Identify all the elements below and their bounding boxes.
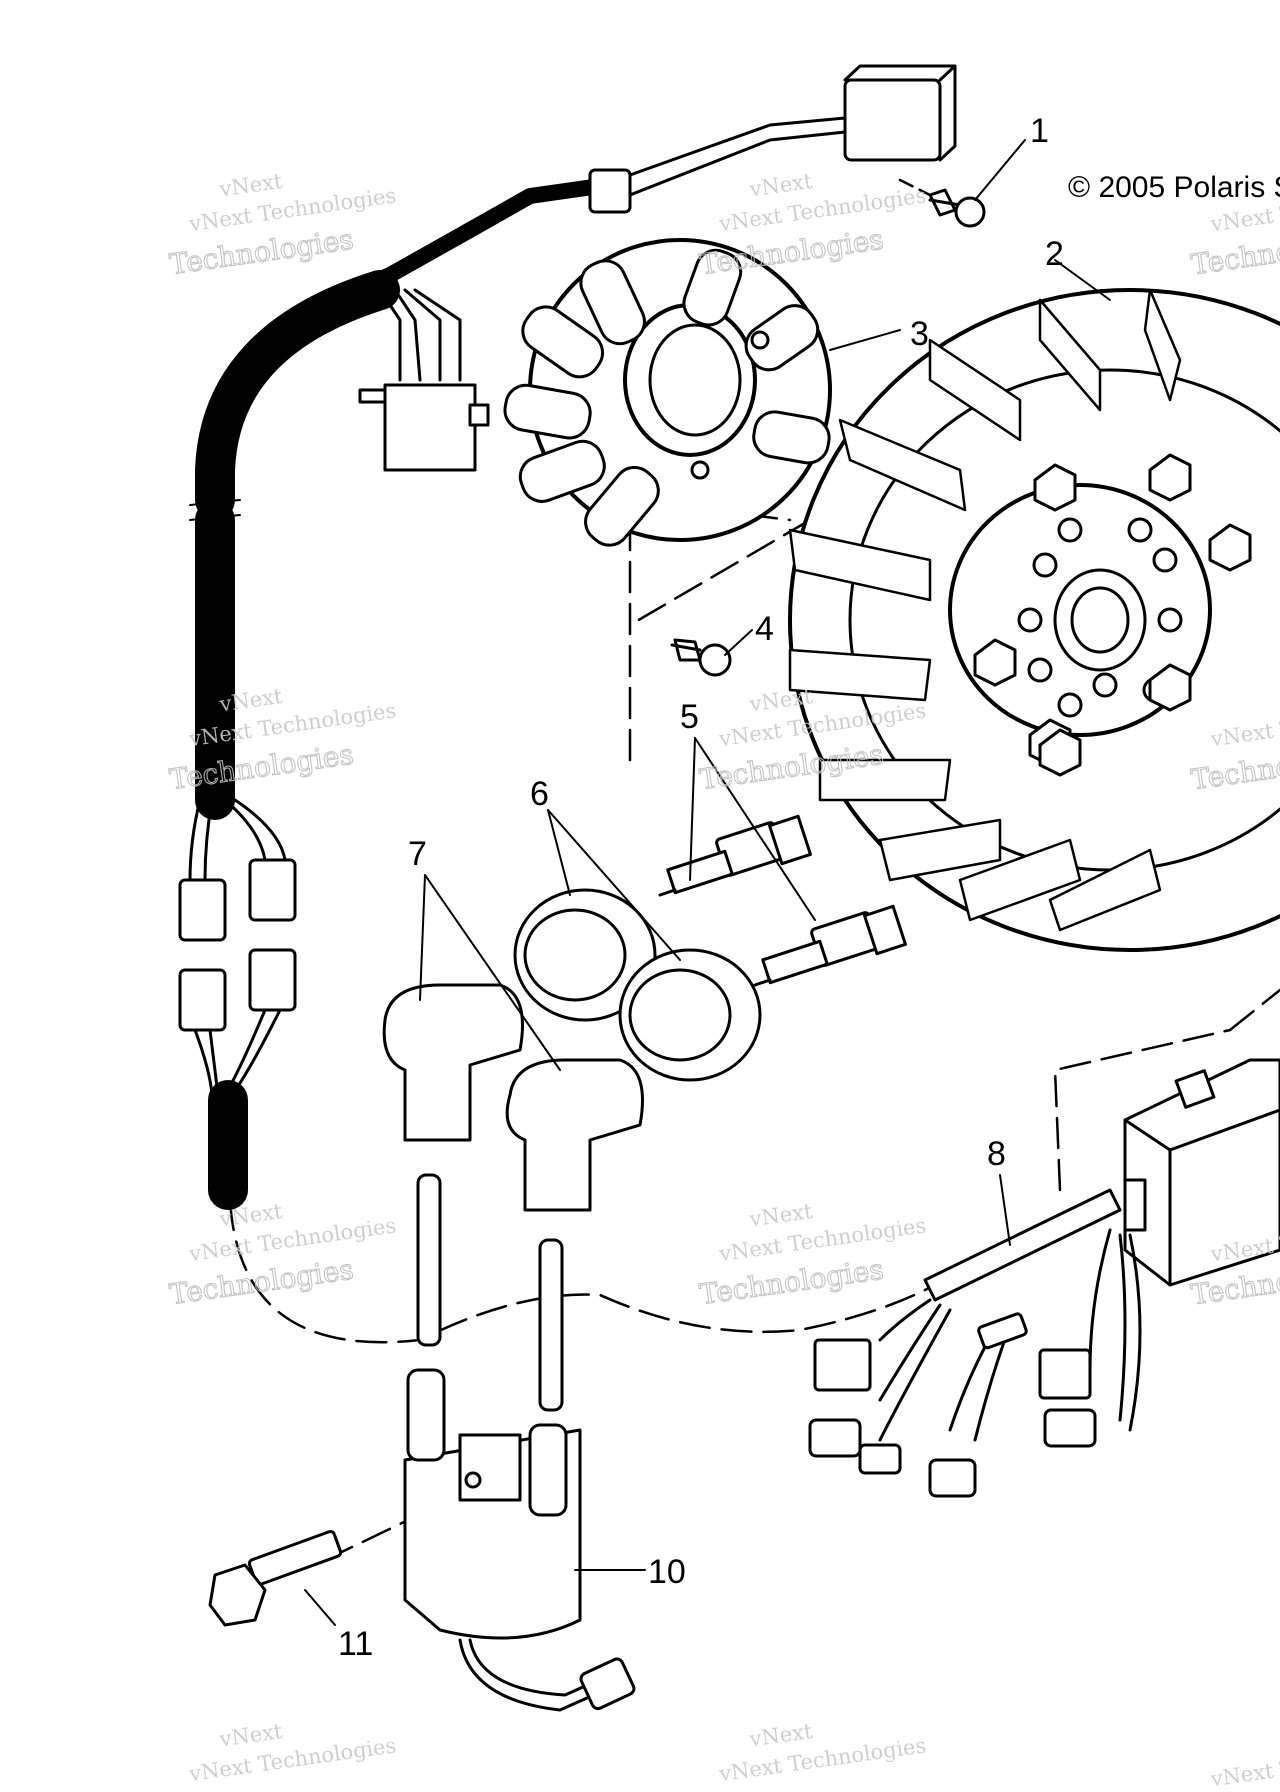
callout-4: 4	[755, 610, 774, 648]
watermark: vNext vNext Technologies Technologies	[697, 169, 928, 282]
callout-10: 10	[648, 1553, 686, 1591]
svg-text:vNext Technologies: vNext Technologies	[717, 1733, 928, 1786]
watermark: vNext vNext Technologies Technologies	[167, 1199, 398, 1312]
stator	[503, 238, 832, 547]
svg-text:vNext: vNext	[747, 1719, 814, 1752]
watermark: vNext vNext Technologies	[187, 1719, 398, 1786]
svg-text:vNext Technologies: vNext Technologies	[717, 1213, 928, 1266]
callout-numbers: 1 2 3 4 5 6 7 8 10 11	[338, 112, 1064, 1663]
callout-1: 1	[1030, 112, 1049, 150]
svg-text:vNext: vNext	[747, 1199, 814, 1232]
svg-text:vNext: vNext	[217, 1719, 284, 1752]
screw-4	[670, 638, 732, 677]
watermark: vNext vNext Technologies Technologies	[697, 1199, 928, 1312]
seals	[513, 888, 762, 1082]
bolt-11	[208, 1530, 343, 1627]
flywheel	[788, 288, 1280, 952]
watermark: vNext Technologies	[1208, 1739, 1280, 1792]
svg-text:vNext: vNext	[217, 169, 284, 202]
copyright-text: © 2005 Polaris S	[1068, 171, 1280, 204]
callout-11: 11	[338, 1625, 373, 1663]
svg-text:vNext Technologies: vNext Technologies	[187, 1733, 398, 1786]
ignition-coil	[403, 1368, 636, 1712]
callout-7: 7	[408, 835, 427, 873]
svg-text:vNext Technologies: vNext Technologies	[717, 183, 928, 236]
callout-8: 8	[987, 1135, 1006, 1173]
spark-plug-caps	[382, 983, 644, 1412]
watermark: vNext vNext Technologies Technologies	[167, 169, 398, 282]
svg-text:vNext Technologies: vNext Technologies	[187, 183, 398, 236]
callout-6: 6	[530, 775, 549, 813]
svg-text:vNext: vNext	[747, 169, 814, 202]
watermark: vNext vNext Technologies	[717, 1719, 928, 1786]
callout-2: 2	[1045, 235, 1064, 273]
callout-leader-lines	[304, 139, 1111, 1626]
svg-text:vNext Technologies: vNext Technologies	[1208, 1739, 1280, 1792]
spark-plugs	[658, 814, 907, 987]
svg-text:vNext Technologies: vNext Technologies	[187, 1213, 398, 1266]
callout-5: 5	[680, 698, 699, 736]
screw-1	[898, 178, 986, 228]
callout-3: 3	[910, 315, 929, 353]
cdi-harness	[808, 1058, 1280, 1498]
wire-harness	[178, 64, 957, 1210]
